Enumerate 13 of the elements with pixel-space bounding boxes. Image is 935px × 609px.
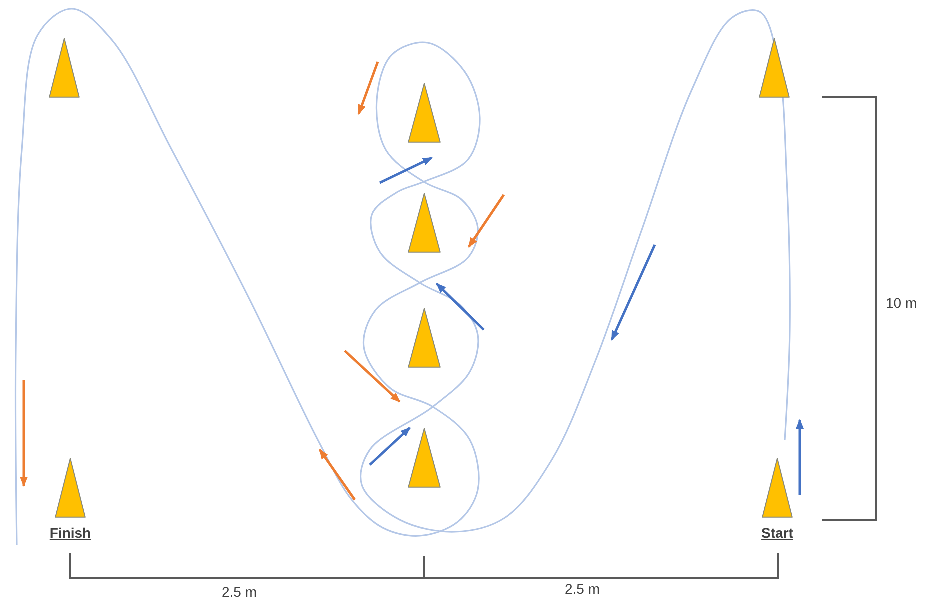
cone-icon [408,308,441,368]
dimension-label: 10 m [886,296,918,312]
cone-icon [408,428,441,488]
cone-icon [759,38,790,98]
cone-icon [762,458,793,518]
cone-icon [49,38,80,98]
cone-icon [408,193,441,253]
dimension-label: 2.5 m [222,585,258,600]
cone-caption: Finish [50,526,92,542]
cone-icon [408,83,441,143]
cone-icon [55,458,86,518]
dimension-label: 2.5 m [565,582,600,598]
cone-caption: Start [762,526,794,542]
